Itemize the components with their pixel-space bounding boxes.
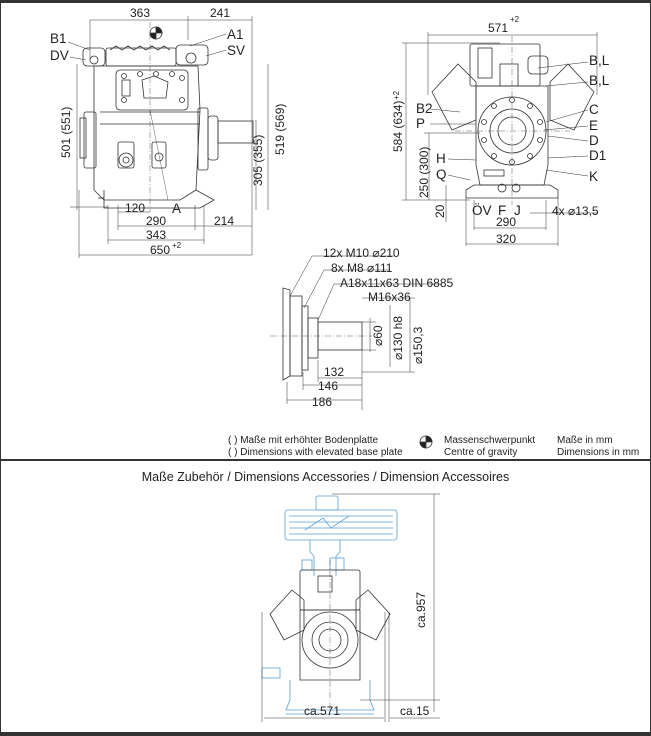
dim-shaft-146: 146 <box>318 379 339 393</box>
label-bl-1: B,L <box>589 53 610 68</box>
dia-60: ⌀60 <box>371 325 385 346</box>
callout-m10: 12x M10 ⌀210 <box>323 246 400 260</box>
cog-symbol-side <box>149 26 163 40</box>
shaft-detail <box>270 255 442 410</box>
label-h: H <box>436 151 446 166</box>
legend-units-de: Maße in mm <box>557 435 613 446</box>
label-sv: SV <box>227 43 246 58</box>
label-a: A <box>172 201 182 216</box>
label-c: C <box>589 102 599 117</box>
dia-130: ⌀130 h8 <box>391 316 405 360</box>
dim-front-lower-height: 250 (300) <box>417 146 431 198</box>
bottom-border <box>0 732 651 736</box>
label-d1: D1 <box>589 148 607 163</box>
dim-side-343: 343 <box>146 228 167 242</box>
dim-acc-offset: ca.15 <box>400 704 430 718</box>
dim-front-571-tolerance: +2 <box>510 15 520 24</box>
side-view-compressor <box>67 16 269 258</box>
hole-spec: 4x ⌀13,5 <box>552 204 599 218</box>
dim-side-214: 214 <box>214 214 235 228</box>
dim-side-650-tolerance: +2 <box>172 241 182 250</box>
label-q: Q <box>436 167 447 182</box>
dim-side-top-left: 363 <box>130 6 151 20</box>
dim-front-height-tolerance: +2 <box>392 90 401 100</box>
accessories-view <box>261 493 440 722</box>
label-j: J <box>514 203 521 218</box>
label-bl-2: B,L <box>589 73 610 88</box>
legend-units: Maße in mm Dimensions in mm <box>557 435 639 458</box>
dim-side-120: 120 <box>125 201 146 215</box>
legend-cog-en: Centre of gravity <box>444 446 518 458</box>
dim-front-571: 571 <box>488 21 509 35</box>
legend-parens-en: ( ) Dimensions with elevated base plate <box>228 446 403 458</box>
legend-units-en: Dimensions in mm <box>557 446 640 458</box>
cog-symbol-legend <box>419 435 433 449</box>
dim-side-290: 290 <box>146 214 167 228</box>
label-dv: DV <box>50 48 69 63</box>
dia-150: ⌀150,3 <box>411 326 425 364</box>
label-a1: A1 <box>227 27 244 42</box>
dim-acc-width: ca.571 <box>304 704 341 718</box>
label-k: K <box>589 169 599 184</box>
accessories-title: Maße Zubehör / Dimensions Accessories / … <box>141 470 510 484</box>
legend-cog-de: Massenschwerpunkt <box>444 435 536 446</box>
front-view-compressor <box>402 32 598 246</box>
dim-side-height-right-1: 305 (355) <box>251 134 265 186</box>
callout-m16: M16x36 <box>368 290 411 304</box>
dim-front-height: 584 (634) <box>391 100 405 152</box>
dim-acc-height: ca.957 <box>414 591 428 628</box>
label-p: P <box>416 116 426 131</box>
legend-parens: ( ) Maße mit erhöhter Bodenplatte ( ) Di… <box>228 435 403 458</box>
callout-m8: 8x M8 ⌀111 <box>331 261 393 275</box>
dim-side-650: 650 <box>150 243 171 257</box>
callout-key: A18x11x63 DIN 6885 <box>340 276 454 290</box>
label-b2: B2 <box>416 101 433 116</box>
section-divider <box>0 459 651 461</box>
dim-front-290: 290 <box>496 215 517 229</box>
label-oev: ÖV <box>472 203 492 218</box>
dim-side-height-right-2: 519 (569) <box>273 103 287 155</box>
label-d: D <box>589 133 599 148</box>
top-border <box>0 0 651 3</box>
dim-front-320: 320 <box>496 232 517 246</box>
dim-front-base-20: 20 <box>433 204 447 218</box>
dim-side-top-right: 241 <box>210 6 231 20</box>
dim-shaft-186: 186 <box>312 395 333 409</box>
dim-side-height-left: 501 (551) <box>59 106 73 158</box>
label-f: F <box>498 203 507 218</box>
accessory-cooler <box>261 495 398 715</box>
label-e: E <box>589 118 599 133</box>
dim-shaft-132: 132 <box>324 365 345 379</box>
legend-cog: Massenschwerpunkt Centre of gravity <box>444 435 535 458</box>
label-b1: B1 <box>50 31 67 46</box>
legend-parens-de: ( ) Maße mit erhöhter Bodenplatte <box>228 435 379 446</box>
